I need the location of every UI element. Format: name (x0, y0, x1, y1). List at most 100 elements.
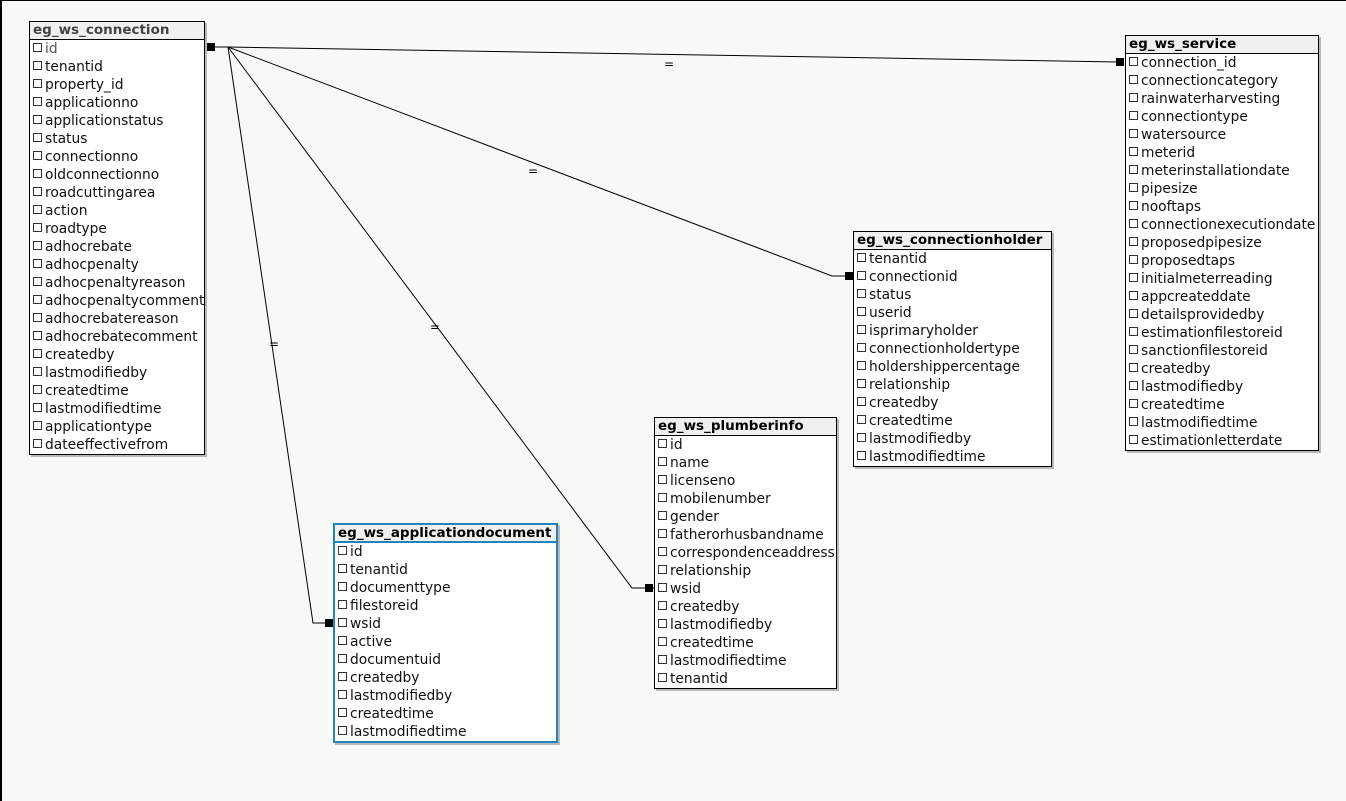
table-column-row[interactable]: adhocrebatereason (30, 310, 204, 328)
table-column-row[interactable]: lastmodifiedtime (854, 448, 1051, 466)
rel-connection-service[interactable] (207, 43, 1124, 66)
table-column-row[interactable]: holdershippercentage (854, 358, 1051, 376)
table-column-row[interactable]: mobilenumber (655, 490, 836, 508)
table-column-row[interactable]: watersource (1126, 126, 1318, 144)
table-column-row[interactable]: active (335, 633, 556, 651)
table-column-row[interactable]: tenantid (30, 58, 204, 76)
table-column-row[interactable]: meterid (1126, 144, 1318, 162)
table-column-row[interactable]: tenantid (655, 670, 836, 688)
table-column-row[interactable]: connection_id (1126, 54, 1318, 72)
column-name: filestoreid (350, 598, 419, 614)
table-column-row[interactable]: createdby (854, 394, 1051, 412)
table-column-row[interactable]: proposedpipesize (1126, 234, 1318, 252)
table-column-row[interactable]: action (30, 202, 204, 220)
table-column-row[interactable]: connectioncategory (1126, 72, 1318, 90)
table-column-row[interactable]: adhocpenalty (30, 256, 204, 274)
table-column-row[interactable]: lastmodifiedtime (1126, 414, 1318, 432)
table-column-row[interactable]: id (30, 40, 204, 58)
table-column-row[interactable]: wsid (335, 615, 556, 633)
table-column-row[interactable]: proposedtaps (1126, 252, 1318, 270)
rel-connection-plumberinfo[interactable] (227, 46, 654, 592)
table-column-row[interactable]: relationship (655, 562, 836, 580)
table-column-row[interactable]: roadcuttingarea (30, 184, 204, 202)
table-column-row[interactable]: relationship (854, 376, 1051, 394)
table-column-row[interactable]: adhocpenaltycomment (30, 292, 204, 310)
rel-connection-connectionholder[interactable] (227, 46, 853, 280)
table-column-row[interactable]: lastmodifiedby (1126, 378, 1318, 396)
table-column-row[interactable]: sanctionfilestoreid (1126, 342, 1318, 360)
table-column-row[interactable]: oldconnectionno (30, 166, 204, 184)
table-column-row[interactable]: connectionexecutiondate (1126, 216, 1318, 234)
table-column-row[interactable]: documentuid (335, 651, 556, 669)
table-column-row[interactable]: tenantid (335, 561, 556, 579)
table-column-row[interactable]: createdtime (854, 412, 1051, 430)
table-column-row[interactable]: adhocrebatecomment (30, 328, 204, 346)
table-column-row[interactable]: lastmodifiedby (30, 364, 204, 382)
table-column-row[interactable]: connectionid (854, 268, 1051, 286)
rel-connection-applicationdocument[interactable] (227, 46, 333, 627)
table-column-row[interactable]: id (655, 436, 836, 454)
table-column-row[interactable]: detailsprovidedby (1126, 306, 1318, 324)
table-column-row[interactable]: correspondenceaddress (655, 544, 836, 562)
table-column-row[interactable]: isprimaryholder (854, 322, 1051, 340)
table-column-row[interactable]: createdby (335, 669, 556, 687)
column-name: adhocrebatecomment (45, 329, 198, 345)
table-title[interactable]: eg_ws_connectionholder (854, 232, 1051, 250)
table-column-row[interactable]: status (854, 286, 1051, 304)
table-column-row[interactable]: createdby (655, 598, 836, 616)
table-title[interactable]: eg_ws_plumberinfo (655, 418, 836, 436)
table-column-row[interactable]: tenantid (854, 250, 1051, 268)
table-column-row[interactable]: lastmodifiedtime (30, 400, 204, 418)
table-column-row[interactable]: estimationfilestoreid (1126, 324, 1318, 342)
table-column-row[interactable]: lastmodifiedtime (335, 723, 556, 741)
column-checkbox-icon (33, 241, 42, 250)
table-column-row[interactable]: name (655, 454, 836, 472)
table-column-row[interactable]: connectionholdertype (854, 340, 1051, 358)
table-column-row[interactable]: userid (854, 304, 1051, 322)
table-column-row[interactable]: applicationstatus (30, 112, 204, 130)
table-column-row[interactable]: createdtime (335, 705, 556, 723)
table-column-row[interactable]: nooftaps (1126, 198, 1318, 216)
table-column-row[interactable]: licenseno (655, 472, 836, 490)
table-column-row[interactable]: applicationno (30, 94, 204, 112)
table-column-row[interactable]: id (335, 543, 556, 561)
table-column-row[interactable]: property_id (30, 76, 204, 94)
table-column-row[interactable]: roadtype (30, 220, 204, 238)
table-column-row[interactable]: estimationletterdate (1126, 432, 1318, 450)
table-column-row[interactable]: createdby (1126, 360, 1318, 378)
table-column-row[interactable]: createdtime (30, 382, 204, 400)
table-column-row[interactable]: applicationtype (30, 418, 204, 436)
table-title[interactable]: eg_ws_connection (30, 22, 204, 40)
table-column-row[interactable]: adhocrebate (30, 238, 204, 256)
table-column-row[interactable]: pipesize (1126, 180, 1318, 198)
table-column-row[interactable]: rainwaterharvesting (1126, 90, 1318, 108)
table-column-row[interactable]: createdtime (655, 634, 836, 652)
table-column-row[interactable]: initialmeterreading (1126, 270, 1318, 288)
table-column-row[interactable]: createdby (30, 346, 204, 364)
table-column-row[interactable]: fatherorhusbandname (655, 526, 836, 544)
table-column-row[interactable]: connectionno (30, 148, 204, 166)
table-title[interactable]: eg_ws_applicationdocument (335, 525, 556, 543)
table-title[interactable]: eg_ws_service (1126, 36, 1318, 54)
table-column-row[interactable]: lastmodifiedtime (655, 652, 836, 670)
table-column-row[interactable]: documenttype (335, 579, 556, 597)
table-column-row[interactable]: lastmodifiedby (854, 430, 1051, 448)
table-column-row[interactable]: lastmodifiedby (335, 687, 556, 705)
table-column-row[interactable]: createdtime (1126, 396, 1318, 414)
table-column-row[interactable]: lastmodifiedby (655, 616, 836, 634)
table-column-row[interactable]: connectiontype (1126, 108, 1318, 126)
table-column-row[interactable]: appcreateddate (1126, 288, 1318, 306)
table-column-row[interactable]: adhocpenaltyreason (30, 274, 204, 292)
table-column-row[interactable]: wsid (655, 580, 836, 598)
table-column-row[interactable]: meterinstallationdate (1126, 162, 1318, 180)
table-column-row[interactable]: filestoreid (335, 597, 556, 615)
table-column-row[interactable]: gender (655, 508, 836, 526)
table-column-row[interactable]: dateeffectivefrom (30, 436, 204, 454)
column-checkbox-icon (33, 259, 42, 268)
table-column-row[interactable]: status (30, 130, 204, 148)
